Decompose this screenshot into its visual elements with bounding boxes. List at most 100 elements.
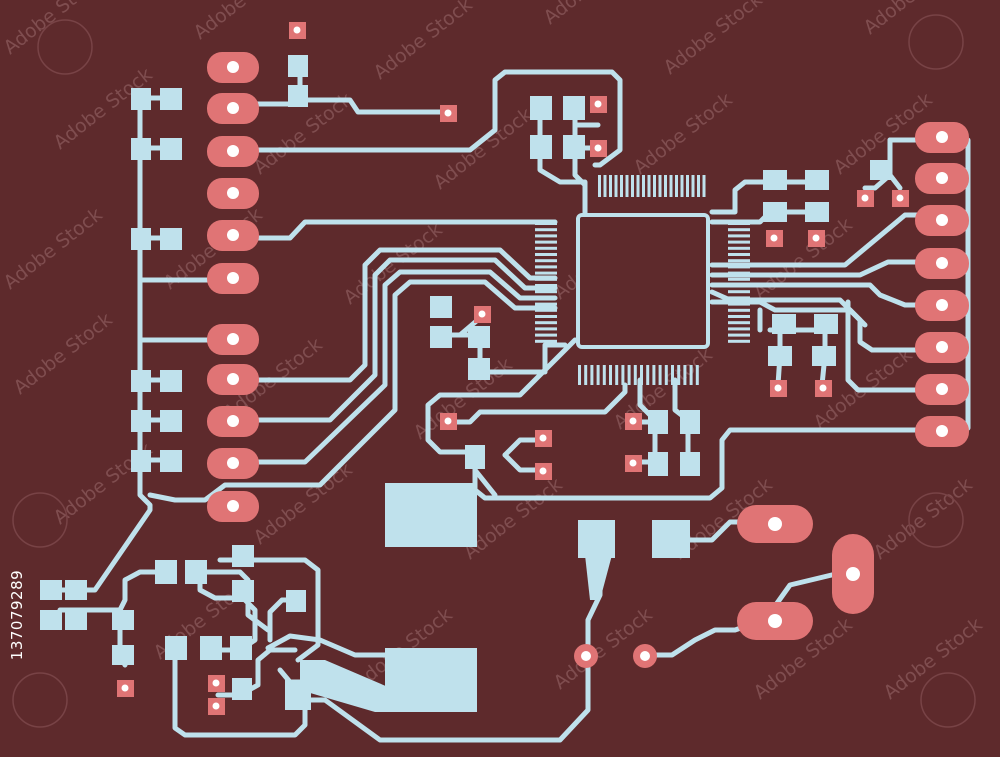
- qfp-pin: [620, 175, 623, 197]
- mounting-hole: [908, 14, 964, 70]
- qfp-pin: [535, 228, 557, 232]
- smd-pad: [160, 138, 182, 160]
- trace: [444, 382, 628, 425]
- qfp-pin: [621, 365, 625, 385]
- trace: [302, 542, 603, 743]
- drill-hole: [936, 172, 948, 184]
- smd-pad: [530, 135, 552, 159]
- drill-hole: [594, 144, 602, 152]
- qfp-pin: [631, 175, 634, 197]
- qfp-pin: [728, 222, 750, 225]
- qfp-pin: [728, 327, 750, 331]
- qfp-pin: [728, 302, 750, 306]
- smd-pad: [805, 170, 829, 190]
- trace: [147, 279, 558, 503]
- drill-hole: [936, 131, 948, 143]
- qfp-pin: [697, 175, 700, 197]
- mounting-holes: [12, 14, 976, 728]
- drill-hole: [774, 384, 782, 392]
- trace: [227, 69, 623, 168]
- drill-hole: [768, 614, 782, 628]
- drill-hole: [227, 373, 239, 385]
- smd-pad: [40, 610, 62, 630]
- qfp-pin: [535, 308, 557, 312]
- qfp-pin: [535, 271, 557, 275]
- qfp-pin: [633, 365, 637, 385]
- drill-hole: [227, 61, 239, 73]
- trace: [709, 259, 921, 278]
- qfp-pin: [671, 365, 674, 385]
- qfp-pin: [535, 339, 557, 343]
- qfp-pin: [658, 175, 662, 197]
- trace: [485, 342, 568, 375]
- smd-pad: [131, 450, 151, 472]
- smd-pad: [131, 370, 151, 392]
- smd-pad: [131, 228, 151, 250]
- smd-pad: [468, 358, 490, 380]
- qfp-pin: [728, 296, 750, 300]
- qfp-pin: [652, 365, 656, 385]
- drill-hole: [629, 417, 637, 425]
- qfp-pin: [535, 284, 557, 287]
- qfp-pin: [695, 365, 699, 385]
- smd-pad: [200, 636, 222, 660]
- drill-hole: [896, 194, 904, 202]
- qfp-pin: [728, 240, 750, 244]
- smd-pad: [112, 610, 134, 630]
- drill-hole: [444, 109, 452, 117]
- qfp-pin: [728, 246, 750, 250]
- drill-hole: [581, 651, 591, 661]
- trace: [172, 645, 308, 738]
- qfp-pin: [615, 365, 619, 385]
- qfp-pin: [691, 175, 695, 197]
- qfp-pin: [535, 290, 557, 294]
- drill-hole: [293, 26, 301, 34]
- qfp-pin: [590, 365, 594, 385]
- trace: [709, 179, 771, 215]
- trace: [265, 633, 398, 658]
- drill-hole: [539, 467, 547, 475]
- qfp-pin: [578, 365, 581, 385]
- trace: [227, 219, 558, 241]
- qfp-pin: [689, 365, 693, 385]
- pad-large: [578, 520, 615, 558]
- trace: [709, 282, 923, 308]
- smd-pad: [870, 160, 892, 180]
- trace: [227, 247, 558, 383]
- qfp-pin: [680, 175, 684, 197]
- trace: [637, 377, 658, 468]
- qfp-pin: [728, 259, 750, 263]
- smd-pad: [230, 636, 252, 660]
- qfp-pin: [675, 175, 678, 197]
- copper-regions: [300, 483, 690, 712]
- qfp-pin: [535, 296, 557, 300]
- qfp-pin: [535, 333, 557, 337]
- smd-pad: [160, 228, 182, 250]
- qfp-pin: [702, 175, 706, 197]
- qfp-pin: [728, 315, 750, 318]
- drill-hole: [478, 310, 486, 318]
- drill-hole: [227, 457, 239, 469]
- smd-pad: [530, 96, 552, 120]
- qfp-pin: [535, 321, 557, 325]
- qfp-pin: [535, 315, 557, 318]
- smd-pad: [165, 636, 187, 660]
- smd-pad: [112, 645, 134, 665]
- qfp-pin: [677, 365, 681, 385]
- smd-pad: [160, 88, 182, 110]
- trace: [227, 269, 558, 465]
- smd-pad: [680, 410, 700, 434]
- drill-hole: [936, 214, 948, 226]
- qfp-pin: [728, 234, 750, 238]
- drill-hole: [212, 679, 220, 687]
- smd-pad: [185, 560, 207, 584]
- drill-hole: [121, 684, 129, 692]
- qfp-pins: [535, 175, 750, 385]
- smd-pad: [286, 590, 306, 612]
- smd-pad: [155, 560, 177, 584]
- smd-pad: [648, 410, 668, 434]
- qfp-pin: [625, 175, 629, 197]
- drill-hole: [227, 145, 239, 157]
- smd-pad: [288, 85, 308, 107]
